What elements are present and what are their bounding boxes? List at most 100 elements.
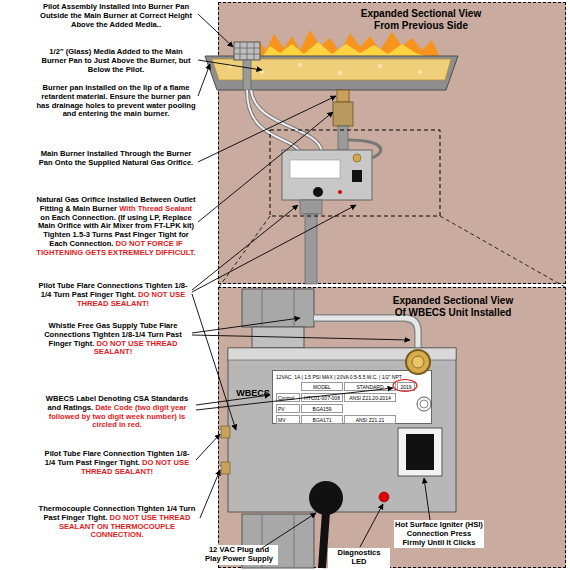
flare-nut [221, 426, 230, 438]
callout: Pilot Tube Flare Connection Tighten 1/8-… [40, 450, 194, 476]
unit-name: WBECS [233, 388, 273, 399]
callout: 12 VAC Plug and Play Power Supply [200, 545, 278, 565]
table-cell: MODEL [301, 382, 343, 391]
hsi-connector [406, 434, 434, 470]
leader-line [196, 434, 220, 460]
table-cell: Control [276, 393, 300, 402]
pilot-tube [247, 90, 300, 152]
leader-line [198, 112, 333, 222]
leader-line [192, 205, 298, 290]
callout: Main Burner Installed Through the Burner… [36, 150, 196, 168]
view-panel: Expanded Sectional View Of WBECS Unit In… [218, 287, 566, 568]
leader-line [198, 60, 262, 70]
callout: Diagnostics LED [328, 548, 390, 568]
leader-lines [192, 14, 430, 548]
top-pipe-fitting [242, 289, 314, 327]
callout-text: Main Burner Installed Through the Burner… [39, 149, 193, 167]
leader-line [262, 513, 316, 548]
callout-text: 1/2" (Glass) Media Added to the Main Bur… [41, 47, 190, 74]
leader-line [200, 470, 220, 518]
thermocouple-tube [251, 90, 322, 152]
fitting-neck [252, 327, 304, 348]
callout: Natural Gas Orifice Installed Between Ou… [36, 196, 196, 258]
media-bead [228, 64, 232, 68]
pilot-tube [219, 432, 230, 468]
table-cell: ANSI Z21.21 [344, 415, 396, 424]
thermocouple-nut [221, 462, 230, 474]
pilot-stem [243, 60, 251, 90]
switch-small [352, 170, 362, 182]
table-cell: ANSI Z21.20-2014 [344, 393, 396, 402]
unit-label-small [290, 160, 340, 178]
leader-line [198, 64, 210, 96]
callout: Pilot Assembly Installed Into Burner Pan… [36, 3, 196, 29]
media-bead [418, 70, 422, 74]
callout: WBECS Label Denoting CSA Standards and R… [40, 395, 194, 430]
leader-line [192, 205, 356, 292]
leader-line [196, 395, 270, 405]
view-panel: Expanded Sectional View From Previous Si… [218, 2, 566, 284]
brass-fitting-small [353, 154, 361, 162]
outlet-fitting [333, 102, 353, 126]
callout: Whistle Free Gas Supply Tube Flare Conne… [36, 322, 190, 357]
media-bead [338, 71, 342, 75]
plug-small [313, 187, 323, 197]
gas-supply-tube [314, 318, 418, 352]
leader-line [192, 294, 236, 430]
pilot-tube [247, 90, 300, 152]
table-cell: STANDARD [344, 382, 396, 391]
warning-text: DO NOT USE THREAD SEALANT! [94, 339, 178, 357]
callout-text: 12 VAC Plug and Play Power Supply [205, 545, 273, 563]
media-bead [260, 70, 264, 74]
pilot-grid [234, 42, 260, 60]
inset-frame [270, 130, 440, 216]
leader-line [424, 478, 430, 520]
unit-top-band [228, 348, 456, 360]
led-small [338, 190, 342, 194]
table-cell: MV [276, 415, 300, 424]
callout: Thermocouple Connection TIghten 1/4 Turn… [36, 505, 198, 540]
table-cell: PV [276, 404, 300, 413]
callout: 1/2" (Glass) Media Added to the Main Bur… [36, 48, 196, 74]
callout-text: Burner pan installed on the lip of a fla… [36, 83, 195, 118]
media-bead [378, 64, 382, 68]
wbecs-unit-small [282, 150, 372, 200]
wbecs-unit-body [228, 348, 456, 512]
panel-title: Expanded Sectional View Of WBECS Unit In… [389, 295, 517, 319]
leader-line [192, 335, 410, 340]
callout-text: Hot Surface Igniter (HSI) Connection Pre… [395, 520, 483, 547]
gas-supply-tube [314, 318, 418, 352]
callout-text: Pilot Assembly Installed Into Burner Pan… [40, 2, 192, 29]
leader-line [360, 504, 383, 547]
media-beads [228, 63, 422, 75]
rating-label: 12VAC, 1A | 1.5 PSI MAX | 20VA 0.5-5.5 W… [272, 370, 432, 424]
hex-edge [262, 289, 294, 327]
flame-core [262, 42, 428, 57]
supply-pipe [305, 214, 317, 284]
callout: Burner pan installed on the lip of a fla… [36, 84, 196, 119]
callout: Hot Surface Igniter (HSI) Connection Pre… [394, 520, 484, 548]
callout: Pilot Tube Flare Connections Tighten 1/8… [36, 282, 190, 308]
table-cell: 2019 [397, 382, 415, 391]
leader-line [198, 14, 233, 47]
gas-orifice [337, 90, 349, 102]
glass-media [212, 59, 451, 80]
brass-fitting-bore [412, 356, 424, 368]
warning-text: With Thread Sealant [119, 204, 192, 213]
supply-tube [348, 140, 381, 158]
media-bead [298, 63, 302, 67]
power-cable [322, 512, 326, 568]
pilot-tube [219, 432, 230, 468]
flame [250, 30, 440, 57]
table-cell: HTC01-007-008 [301, 393, 343, 402]
callout-text: Diagnostics LED [337, 548, 380, 566]
diagnostics-led [379, 492, 389, 502]
leader-line [192, 318, 300, 333]
gas-pipe [338, 126, 348, 150]
thermocouple-tube [251, 90, 322, 152]
zoom-line [219, 216, 565, 287]
leader-line [198, 96, 336, 162]
pipe-fitting-small [300, 200, 322, 214]
rating-text: 12VAC, 1A | 1.5 PSI MAX | 20VA 0.5-5.5 W… [276, 373, 401, 382]
